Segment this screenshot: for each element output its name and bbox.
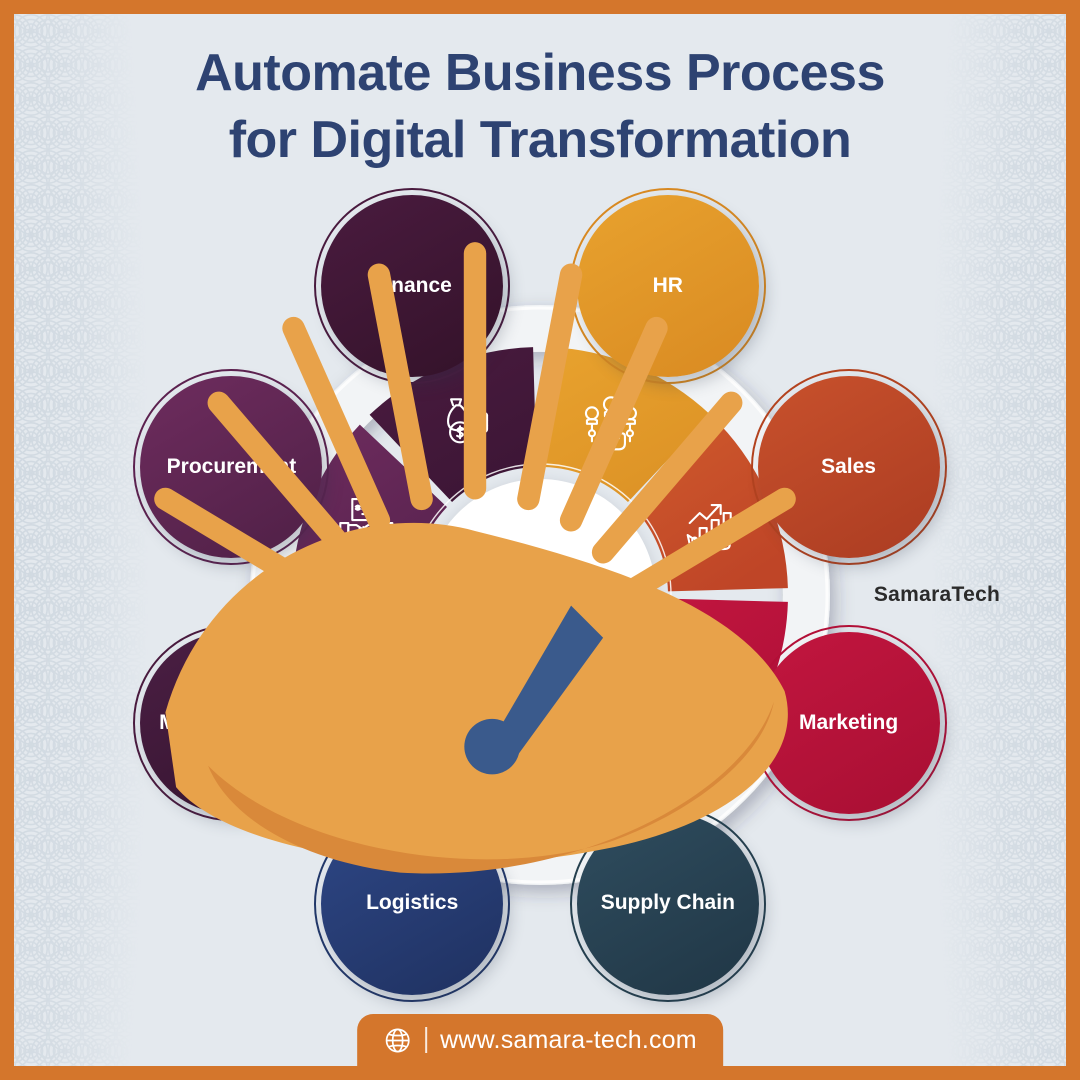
wheel-segment-sales[interactable] bbox=[633, 424, 788, 592]
globe-icon bbox=[385, 1028, 410, 1052]
poster-title: Automate Business Process for Digital Tr… bbox=[14, 40, 1066, 173]
website-url-bar[interactable]: www.samara-tech.com bbox=[357, 1014, 723, 1066]
category-bubble-label: Marketing bbox=[798, 710, 899, 734]
title-line-1: Automate Business Process bbox=[195, 44, 885, 102]
sunrise-hand-logo-icon bbox=[154, 242, 796, 874]
category-bubble-sales[interactable]: Sales bbox=[757, 376, 940, 559]
website-url-text: www.samara-tech.com bbox=[440, 1025, 697, 1054]
category-bubble-label: Logistics bbox=[366, 891, 459, 915]
title-line-2: for Digital Transformation bbox=[228, 110, 852, 169]
category-bubble-label: Sales bbox=[821, 455, 876, 479]
category-bubble-marketing[interactable]: Marketing bbox=[757, 631, 940, 814]
category-bubble-label: Supply Chain bbox=[600, 891, 735, 915]
brand-name: SamaraTech bbox=[873, 583, 1001, 606]
bubble-outline-ring-finance bbox=[314, 188, 511, 385]
category-bubble-label: HR bbox=[652, 274, 683, 298]
url-divider bbox=[425, 1027, 428, 1053]
category-bubble-hr[interactable]: HR bbox=[576, 195, 759, 378]
center-hub: SamaraTech bbox=[154, 242, 1000, 874]
